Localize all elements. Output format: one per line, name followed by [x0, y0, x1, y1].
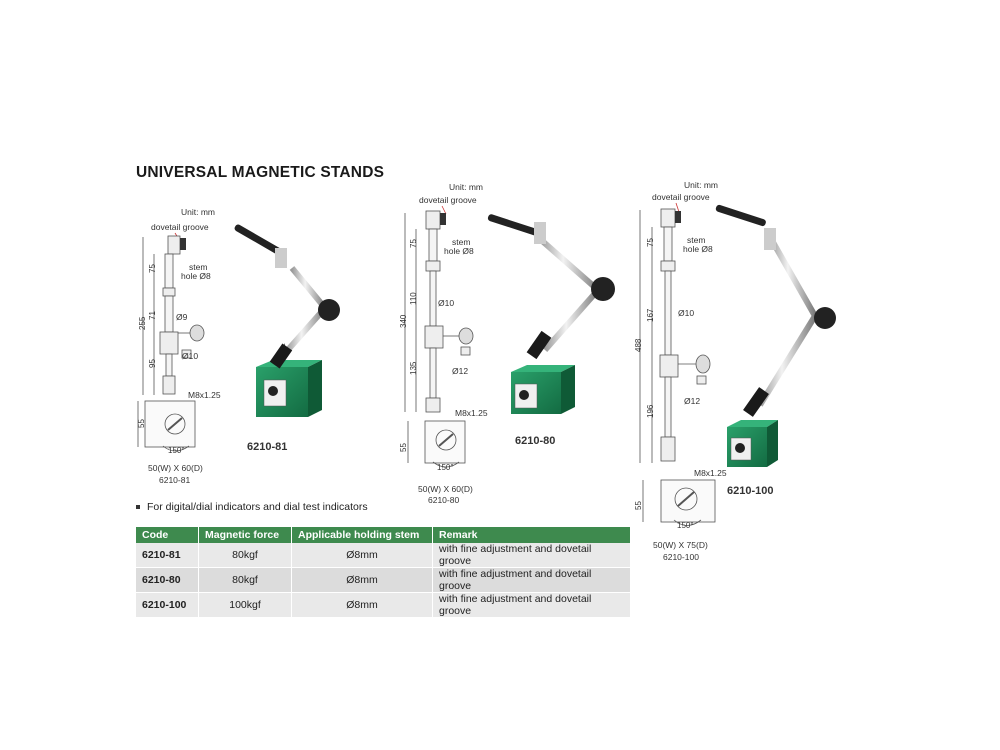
dovetail-label: dovetail groove [151, 222, 209, 232]
feature-text: For digital/dial indicators and dial tes… [147, 501, 368, 513]
hole-label: hole Ø8 [683, 244, 713, 254]
table-row: 6210-80 80kgf Ø8mm with fine adjustment … [136, 567, 631, 593]
spec-table: Code Magnetic force Applicable holding s… [136, 527, 631, 618]
cell-force: 80kgf [198, 567, 292, 593]
dim-167: 167 [646, 308, 655, 322]
drawing-6210-100: Unit: mm dovetail groove stem hole Ø8 Ø1… [634, 180, 727, 562]
product-photo-6210-81 [234, 224, 340, 417]
col-remark: Remark [432, 527, 631, 543]
cell-stem: Ø8mm [291, 592, 433, 618]
dim-total: 488 [634, 338, 643, 352]
page-title: UNIVERSAL MAGNETIC STANDS [136, 164, 385, 181]
unit-label: Unit: mm [684, 180, 718, 190]
drawing-6210-81: Unit: mm dovetail groove stem hole Ø8 Ø9… [137, 207, 221, 485]
stem-label: stem [452, 237, 470, 247]
dim-75: 75 [148, 264, 157, 273]
drawing-code: 6210-80 [428, 495, 459, 505]
thread-label: M8x1.25 [455, 408, 488, 418]
cell-stem: Ø8mm [291, 543, 433, 568]
col-magnetic-force: Magnetic force [198, 527, 292, 543]
base-size: 50(W) X 75(D) [653, 540, 708, 550]
unit-label: Unit: mm [181, 207, 215, 217]
dim-196: 196 [646, 404, 655, 418]
dim-total: 340 [399, 314, 408, 328]
dim-base: 55 [634, 501, 643, 510]
photo-code-6210-80: 6210-80 [515, 435, 555, 447]
cell-code: 6210-80 [136, 567, 199, 593]
dim-75: 75 [409, 239, 418, 248]
product-photo-6210-100 [715, 204, 836, 467]
dim-75: 75 [646, 238, 655, 247]
bullet-dot [136, 505, 140, 510]
dim-71: 71 [148, 311, 157, 320]
dovetail-label: dovetail groove [419, 195, 477, 205]
cell-force: 80kgf [198, 543, 292, 568]
cell-remark: with fine adjustment and dovetail groove [432, 543, 631, 568]
col-code: Code [136, 527, 199, 543]
drawing-code: 6210-100 [663, 552, 699, 562]
base-size: 50(W) X 60(D) [148, 463, 203, 473]
feature-bullet: For digital/dial indicators and dial tes… [136, 501, 368, 513]
table-row: 6210-81 80kgf Ø8mm with fine adjustment … [136, 543, 631, 568]
dia-10-label: Ø10 [678, 308, 694, 318]
unit-label: Unit: mm [449, 182, 483, 192]
dia-9-label: Ø9 [176, 312, 188, 322]
angle-label: 150° [437, 463, 454, 472]
thread-label: M8x1.25 [188, 390, 221, 400]
cell-remark: with fine adjustment and dovetail groove [432, 592, 631, 618]
drawing-code: 6210-81 [159, 475, 190, 485]
dovetail-label: dovetail groove [652, 192, 710, 202]
dia-10-label: Ø10 [438, 298, 454, 308]
angle-label: 150° [168, 446, 185, 455]
base-size: 50(W) X 60(D) [418, 484, 473, 494]
thread-label: M8x1.25 [694, 468, 727, 478]
drawing-6210-80: Unit: mm dovetail groove stem hole Ø8 Ø1… [399, 182, 488, 505]
dim-base: 55 [399, 443, 408, 452]
table-header-row: Code Magnetic force Applicable holding s… [136, 527, 631, 543]
table-row: 6210-100 100kgf Ø8mm with fine adjustmen… [136, 592, 631, 618]
cell-stem: Ø8mm [291, 567, 433, 593]
product-photo-6210-80 [487, 214, 615, 414]
dim-base: 55 [137, 419, 146, 428]
dim-110: 110 [409, 292, 418, 305]
hole-label: hole Ø8 [181, 271, 211, 281]
dia-12-label: Ø12 [452, 366, 468, 376]
dim-total: 255 [138, 316, 147, 330]
angle-label: 150° [677, 521, 694, 530]
dim-95: 95 [148, 359, 157, 368]
cell-force: 100kgf [198, 592, 292, 618]
dia-10-label: Ø10 [182, 351, 198, 361]
stem-label: stem [189, 262, 207, 272]
photo-code-6210-81: 6210-81 [247, 441, 287, 453]
cell-code: 6210-81 [136, 543, 199, 568]
dia-12-label: Ø12 [684, 396, 700, 406]
photo-code-6210-100: 6210-100 [727, 485, 774, 497]
dim-135: 135 [409, 361, 418, 375]
hole-label: hole Ø8 [444, 246, 474, 256]
cell-code: 6210-100 [136, 592, 199, 618]
col-holding-stem: Applicable holding stem [291, 527, 433, 543]
stem-label: stem [687, 235, 705, 245]
cell-remark: with fine adjustment and dovetail groove [432, 567, 631, 593]
